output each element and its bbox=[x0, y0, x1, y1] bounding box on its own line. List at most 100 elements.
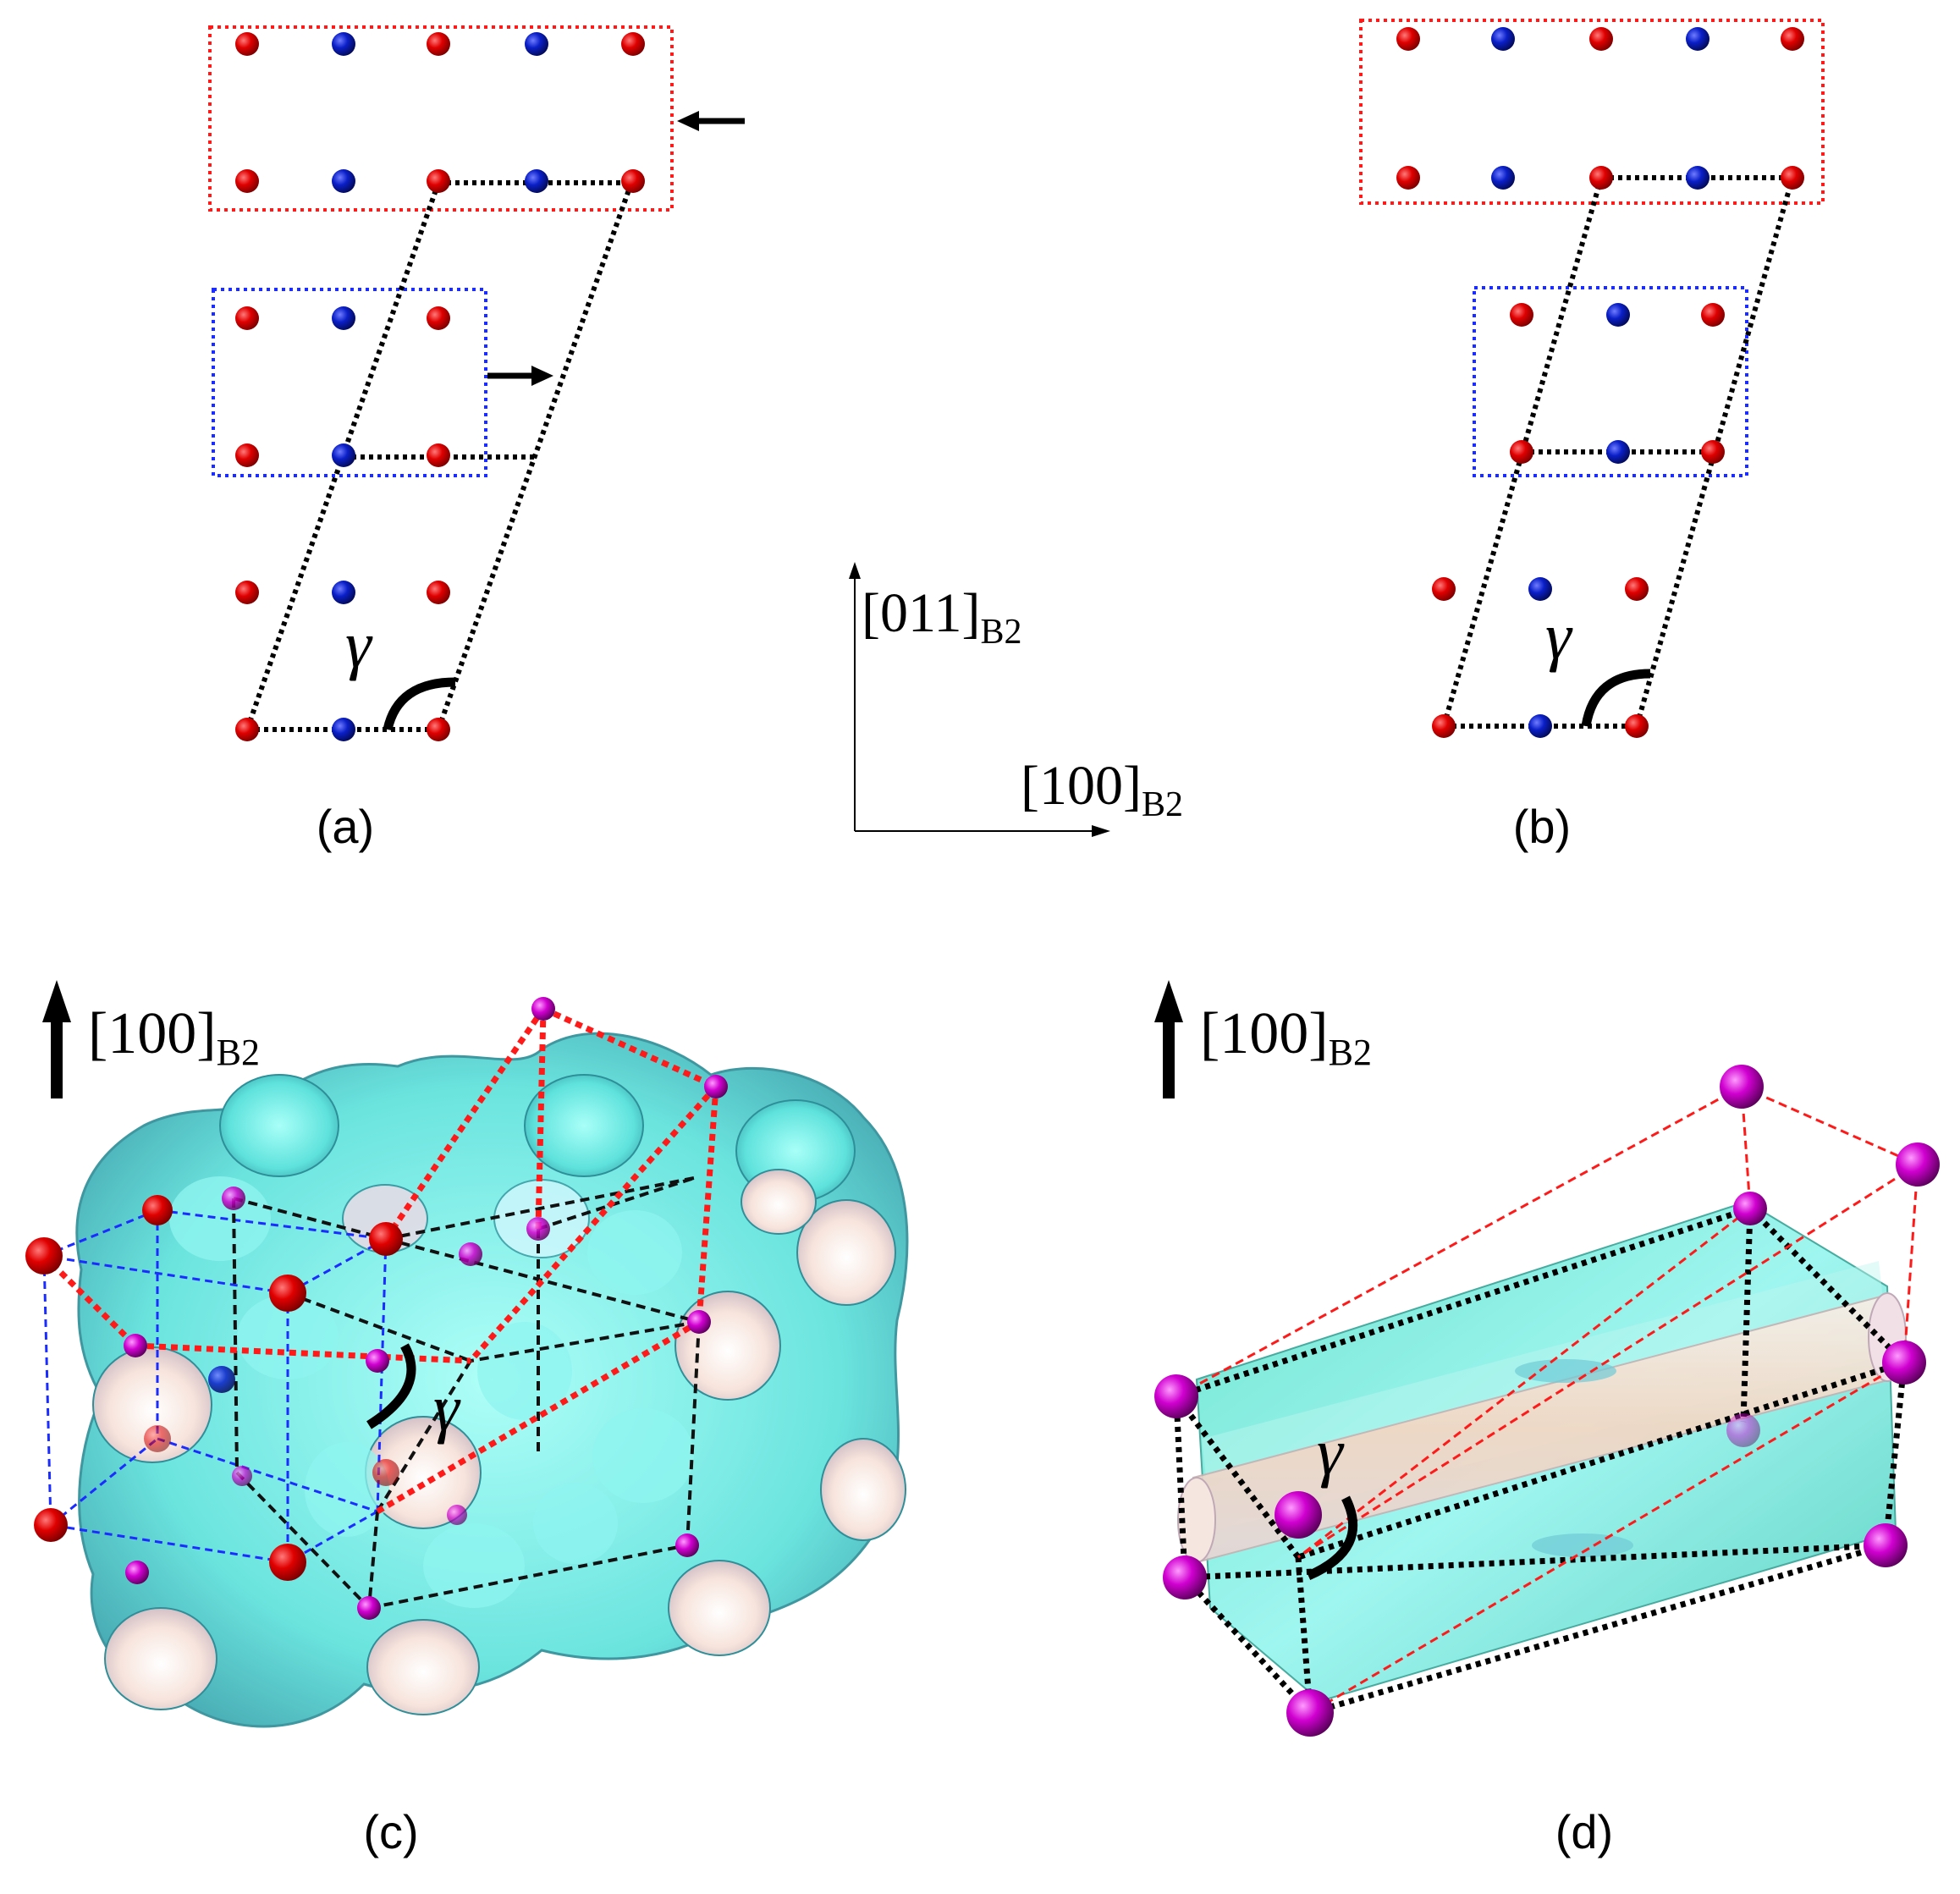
angle-symbol: γ bbox=[345, 608, 373, 681]
red-atom bbox=[235, 169, 259, 193]
minimal-surface bbox=[1177, 1200, 1907, 1703]
red-atom bbox=[235, 32, 259, 56]
tunnel-opening bbox=[741, 1169, 817, 1235]
red-atom bbox=[1781, 27, 1804, 51]
magenta-atom bbox=[447, 1505, 467, 1525]
angle-arc bbox=[383, 677, 456, 731]
red-atom bbox=[235, 581, 259, 604]
red-atom bbox=[25, 1237, 63, 1275]
axes-indicator: [011]B2 [100]B2 bbox=[849, 562, 1183, 837]
panel-label: (a) bbox=[317, 800, 374, 853]
magenta-atom bbox=[1882, 1341, 1926, 1385]
angle-arc bbox=[366, 1343, 416, 1429]
red-atom bbox=[427, 32, 450, 56]
red-atom bbox=[1510, 303, 1533, 327]
shift-arrow-left bbox=[677, 111, 745, 131]
red-atom bbox=[1701, 440, 1725, 464]
red-atom bbox=[1625, 714, 1649, 738]
red-atom bbox=[142, 1195, 173, 1225]
red-atom bbox=[235, 718, 259, 741]
angle-arc bbox=[1306, 1495, 1357, 1581]
blue-atom bbox=[525, 32, 548, 56]
blue-atom bbox=[1686, 166, 1709, 190]
black-dashed-cell bbox=[232, 1176, 701, 1610]
blue-atom bbox=[1606, 303, 1630, 327]
red-atom bbox=[235, 306, 259, 330]
blue-atom bbox=[525, 169, 548, 193]
magenta-atom bbox=[1720, 1065, 1764, 1109]
red-atom bbox=[427, 443, 450, 467]
red-atom bbox=[427, 718, 450, 741]
red-atom bbox=[1432, 577, 1456, 601]
svg-text:[100]B2: [100]B2 bbox=[1200, 1001, 1372, 1073]
tunnel-opening bbox=[668, 1560, 771, 1656]
red-atom bbox=[1396, 27, 1420, 51]
panel-c: [100]B2 bbox=[25, 980, 909, 1858]
angle-symbol: γ bbox=[433, 1371, 461, 1445]
magenta-atom bbox=[1896, 1142, 1940, 1187]
blue-dashed-cell bbox=[42, 1209, 388, 1564]
blue-dotted-box bbox=[212, 288, 487, 477]
magenta-atom bbox=[704, 1075, 728, 1098]
magenta-atom bbox=[1726, 1413, 1760, 1447]
red-atom bbox=[1589, 27, 1613, 51]
magenta-atom bbox=[1286, 1689, 1334, 1737]
blue-atom bbox=[1491, 27, 1515, 51]
minimal-surface bbox=[75, 1032, 909, 1728]
magenta-atom bbox=[222, 1187, 245, 1210]
angle-symbol: γ bbox=[1545, 599, 1573, 673]
blue-atom bbox=[332, 32, 355, 56]
red-atom bbox=[427, 581, 450, 604]
red-atom bbox=[34, 1508, 68, 1542]
red-atom bbox=[1396, 166, 1420, 190]
blue-atom bbox=[1528, 577, 1552, 601]
red-atom bbox=[372, 1459, 399, 1486]
axis-indicator: [100]B2 bbox=[42, 980, 260, 1098]
magenta-atom bbox=[675, 1533, 699, 1557]
horizontal-axis-label: [100]B2 bbox=[1021, 755, 1183, 824]
magenta-atom bbox=[687, 1310, 711, 1334]
magenta-atom bbox=[1275, 1491, 1322, 1539]
red-atom bbox=[1432, 714, 1456, 738]
tunnel-opening bbox=[366, 1619, 480, 1715]
panel-d: [100]B2 bbox=[1154, 980, 1940, 1858]
axis-indicator: [100]B2 bbox=[1154, 980, 1372, 1098]
blue-atom bbox=[332, 718, 355, 741]
panel-label: (d) bbox=[1555, 1805, 1613, 1858]
red-atom bbox=[269, 1275, 306, 1312]
magenta-atom bbox=[1154, 1374, 1198, 1418]
red-atom bbox=[1701, 303, 1725, 327]
vertical-axis-label: [011]B2 bbox=[862, 582, 1022, 652]
black-dotted-cell bbox=[1173, 1205, 1908, 1716]
atoms bbox=[1154, 1065, 1940, 1737]
blue-atom bbox=[1491, 166, 1515, 190]
magenta-atom bbox=[1733, 1192, 1767, 1225]
magenta-atom bbox=[1864, 1523, 1908, 1567]
red-dashed-cell bbox=[41, 1005, 719, 1515]
blue-atom bbox=[332, 443, 355, 467]
panel-b: γ (b) bbox=[1359, 19, 1825, 853]
red-atom bbox=[427, 306, 450, 330]
magenta-atom bbox=[124, 1334, 147, 1357]
magenta-atom bbox=[232, 1466, 252, 1486]
blue-atom bbox=[208, 1366, 235, 1393]
blue-atom bbox=[332, 169, 355, 193]
red-atom bbox=[1781, 166, 1804, 190]
panel-label: (b) bbox=[1513, 800, 1571, 853]
red-atom bbox=[369, 1222, 403, 1256]
red-atom bbox=[621, 169, 645, 193]
red-atom bbox=[621, 32, 645, 56]
magenta-atom bbox=[459, 1242, 482, 1266]
magenta-atom bbox=[1163, 1555, 1207, 1599]
angle-symbol: γ bbox=[1317, 1415, 1345, 1489]
blue-atom bbox=[332, 306, 355, 330]
red-atom bbox=[1510, 440, 1533, 464]
red-dashed-cell bbox=[1175, 1085, 1919, 1715]
red-atom bbox=[235, 443, 259, 467]
magenta-atom bbox=[526, 1217, 550, 1241]
magenta-atom bbox=[531, 997, 555, 1021]
blue-atom bbox=[1686, 27, 1709, 51]
blue-atom bbox=[1528, 714, 1552, 738]
blue-atom bbox=[332, 581, 355, 604]
